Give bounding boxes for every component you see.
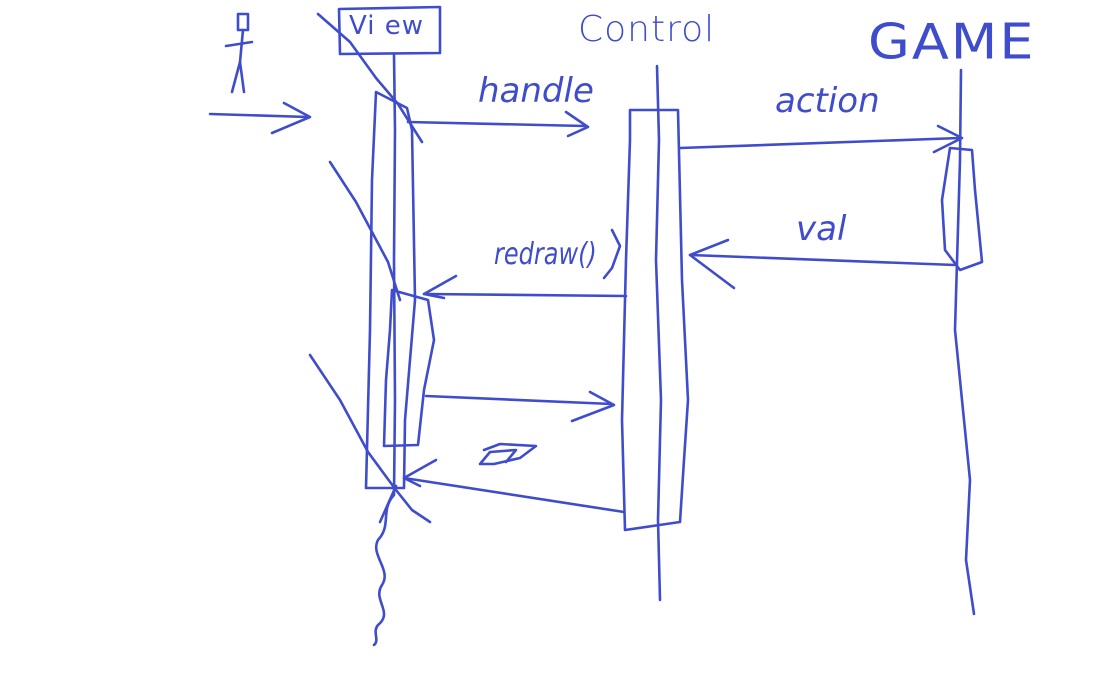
view-participant-box [337,5,442,56]
view-activation-bar [364,90,417,490]
action-arrow [678,124,964,154]
handle-arrow [406,110,590,138]
val-message-label: val [796,209,847,249]
redraw-message-label: redraw() [494,237,597,272]
game-participant-label: GAME [868,13,1036,71]
return-scribble [478,442,538,466]
control-activation-bar [620,108,690,532]
actor-message-arrow [208,101,312,135]
redraw-parenthesis [602,228,622,280]
view-lifeline [372,52,397,647]
val-return-arrow [688,238,957,290]
control-participant-label: Control [578,9,716,50]
actor-stick-figure [224,12,254,94]
view-participant-label: Vi ew [349,11,424,41]
second-call-arrow [424,390,616,423]
bottom-return-arrow [402,458,626,514]
handle-message-label: handle [478,71,594,111]
view-nested-activation-bar [382,288,436,448]
strike-lines [308,12,432,524]
action-message-label: action [775,81,880,121]
control-lifeline [654,64,663,602]
game-lifeline [953,68,976,616]
game-activation-bar [940,146,984,272]
redraw-return-arrow [422,274,628,300]
